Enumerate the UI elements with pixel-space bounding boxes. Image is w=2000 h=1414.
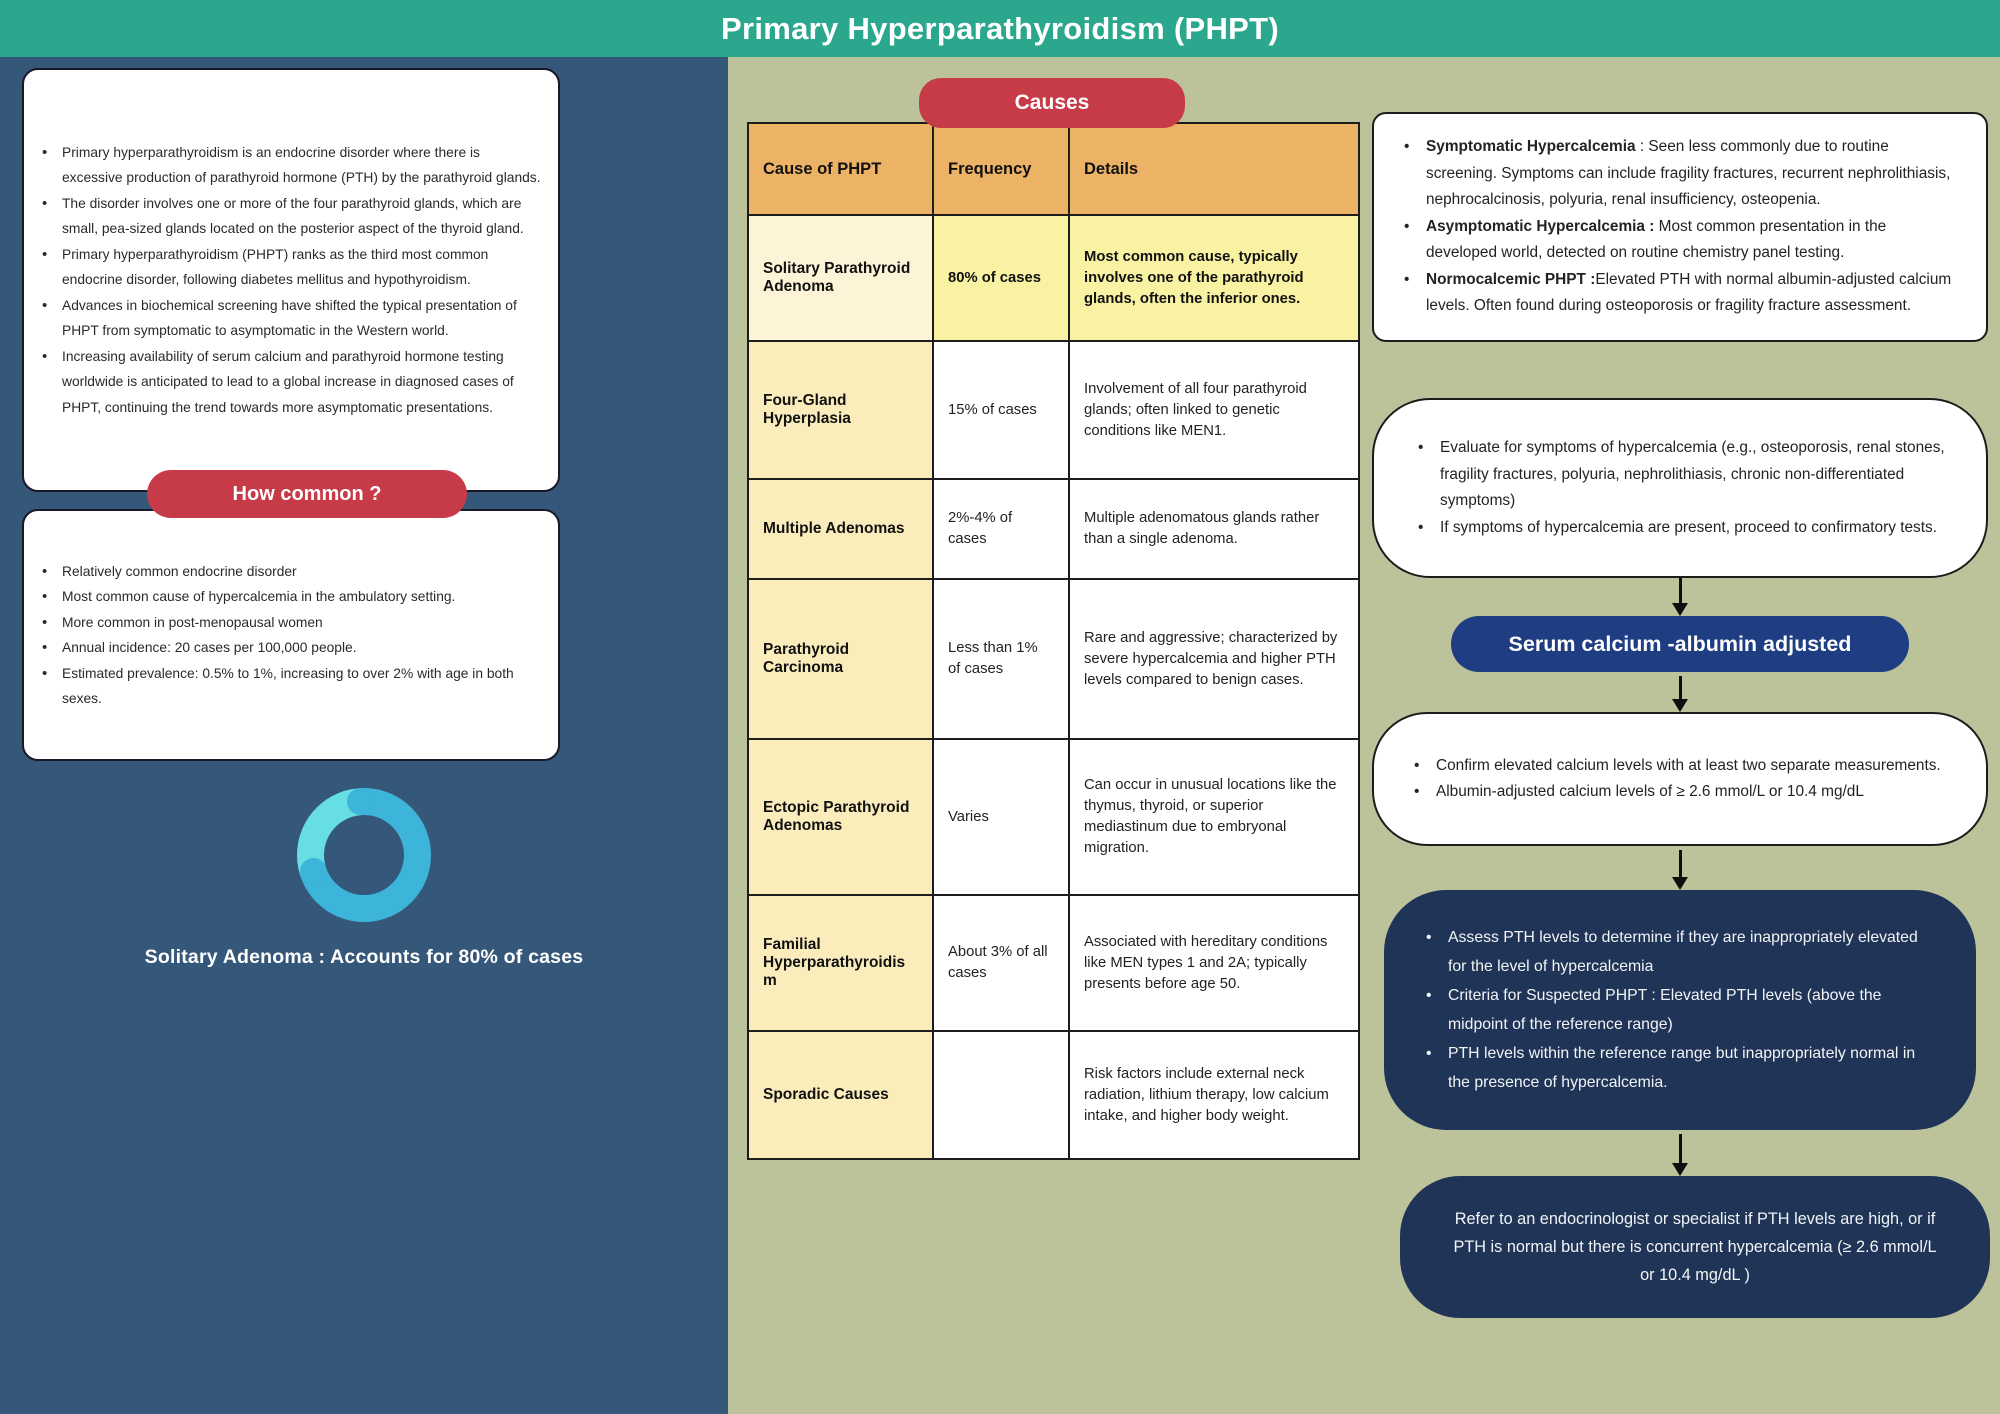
left-panel: Primary hyperparathyroidism is an endocr…	[0, 57, 728, 1414]
bullet-label: Symptomatic Hypercalcemia	[1426, 138, 1636, 155]
cell-details: Associated with hereditary conditions li…	[1068, 894, 1360, 1032]
list-item: Most common cause of hypercalcemia in th…	[40, 584, 544, 610]
donut-chart-section: Solitary Adenoma : Accounts for 80% of c…	[0, 788, 728, 969]
list-item: If symptoms of hypercalcemia are present…	[1414, 515, 1946, 542]
list-item: Evaluate for symptoms of hypercalcemia (…	[1414, 435, 1946, 515]
list-item: The disorder involves one or more of the…	[40, 191, 544, 242]
list-item: Normocalcemic PHPT :Elevated PTH with no…	[1400, 267, 1960, 320]
table-row: Ectopic Parathyroid Adenomas Varies Can …	[747, 738, 1360, 896]
list-item: Annual incidence: 20 cases per 100,000 p…	[40, 635, 544, 661]
donut-segment-cap	[347, 788, 374, 815]
serum-calcium-label: Serum calcium -albumin adjusted	[1508, 631, 1852, 656]
cell-frequency	[932, 1030, 1070, 1160]
col-header-frequency: Frequency	[932, 122, 1070, 216]
list-item: Advances in biochemical screening have s…	[40, 293, 544, 344]
cell-frequency: 2%-4% of cases	[932, 478, 1070, 580]
causes-badge: Causes	[919, 78, 1185, 128]
cell-frequency: Varies	[932, 738, 1070, 896]
cell-frequency: 80% of cases	[932, 214, 1070, 342]
cell-cause: Familial Hyperparathyroidism	[747, 894, 934, 1032]
cell-cause: Sporadic Causes	[747, 1030, 934, 1160]
list-item: Assess PTH levels to determine if they a…	[1422, 923, 1938, 981]
table-row: Solitary Parathyroid Adenoma 80% of case…	[747, 214, 1360, 342]
donut-hole	[324, 815, 404, 895]
confirm-box: Confirm elevated calcium levels with at …	[1372, 712, 1988, 846]
cell-frequency: 15% of cases	[932, 340, 1070, 480]
cell-details: Risk factors include external neck radia…	[1068, 1030, 1360, 1160]
causes-label: Causes	[1014, 91, 1090, 114]
list-item: More common in post-menopausal women	[40, 610, 544, 636]
cell-frequency: About 3% of all cases	[932, 894, 1070, 1032]
cell-details: Multiple adenomatous glands rather than …	[1068, 478, 1360, 580]
cell-cause: Ectopic Parathyroid Adenomas	[747, 738, 934, 896]
flow-arrow-down-icon	[1671, 578, 1688, 616]
list-item: Albumin-adjusted calcium levels of ≥ 2.6…	[1410, 779, 1950, 806]
serum-calcium-pill: Serum calcium -albumin adjusted	[1451, 616, 1909, 672]
list-item: Increasing availability of serum calcium…	[40, 344, 544, 421]
donut-segment-cap	[300, 858, 327, 885]
page-title: Primary Hyperparathyroidism (PHPT)	[720, 10, 1280, 46]
refer-box: Refer to an endocrinologist or specialis…	[1400, 1176, 1990, 1318]
table-row: Familial Hyperparathyroidism About 3% of…	[747, 894, 1360, 1032]
cell-details: Can occur in unusual locations like the …	[1068, 738, 1360, 896]
cell-cause: Multiple Adenomas	[747, 478, 934, 580]
how-common-badge: How common ?	[147, 470, 467, 518]
cell-cause: Solitary Parathyroid Adenoma	[747, 214, 934, 342]
bullet-label: Asymptomatic Hypercalcemia :	[1426, 217, 1655, 235]
list-item: Symptomatic Hypercalcemia : Seen less co…	[1400, 134, 1960, 214]
table-row: Parathyroid Carcinoma Less than 1% of ca…	[747, 578, 1360, 740]
how-common-list: Relatively common endocrine disorderMost…	[24, 559, 558, 712]
list-item: Criteria for Suspected PHPT : Elevated P…	[1422, 981, 1938, 1039]
confirm-list: Confirm elevated calcium levels with at …	[1410, 753, 1950, 806]
table-row: Four-Gland Hyperplasia 15% of cases Invo…	[747, 340, 1360, 480]
how-common-card: Relatively common endocrine disorderMost…	[22, 509, 560, 761]
assess-list: Assess PTH levels to determine if they a…	[1422, 923, 1938, 1097]
list-item: Estimated prevalence: 0.5% to 1%, increa…	[40, 661, 544, 712]
list-item: Asymptomatic Hypercalcemia : Most common…	[1400, 214, 1960, 267]
evaluate-box: Evaluate for symptoms of hypercalcemia (…	[1372, 398, 1988, 578]
bullet-text: Most common presentation in the develope…	[1426, 217, 1887, 262]
list-item: PTH levels within the reference range bu…	[1422, 1039, 1938, 1097]
list-item: Primary hyperparathyroidism is an endocr…	[40, 140, 544, 191]
col-header-details: Details	[1068, 122, 1360, 216]
assess-pth-box: Assess PTH levels to determine if they a…	[1384, 890, 1976, 1130]
flow-arrow-down-icon	[1671, 676, 1688, 712]
flow-arrow-down-icon	[1671, 850, 1688, 890]
list-item: Confirm elevated calcium levels with at …	[1410, 753, 1950, 780]
evaluate-list: Evaluate for symptoms of hypercalcemia (…	[1414, 435, 1946, 541]
cell-details: Rare and aggressive; characterized by se…	[1068, 578, 1360, 740]
cell-cause: Four-Gland Hyperplasia	[747, 340, 934, 480]
header-bar: Primary Hyperparathyroidism (PHPT)	[0, 0, 2000, 57]
bullet-text: Elevated PTH with normal albumin-adjuste…	[1426, 270, 1952, 315]
cell-cause: Parathyroid Carcinoma	[747, 578, 934, 740]
donut-caption: Solitary Adenoma : Accounts for 80% of c…	[144, 946, 584, 968]
cell-details: Involvement of all four parathyroid glan…	[1068, 340, 1360, 480]
table-body: Solitary Parathyroid Adenoma 80% of case…	[747, 214, 1360, 1160]
list-item: Primary hyperparathyroidism (PHPT) ranks…	[40, 242, 544, 293]
how-common-label: How common ?	[232, 482, 382, 505]
causes-table: Cause of PHPT Frequency Details Solitary…	[747, 122, 1360, 1160]
refer-text: Refer to an endocrinologist or specialis…	[1453, 1210, 1937, 1284]
col-header-cause: Cause of PHPT	[747, 122, 934, 216]
overview-list: Primary hyperparathyroidism is an endocr…	[24, 140, 558, 421]
overview-card: Primary hyperparathyroidism is an endocr…	[22, 68, 560, 492]
presentations-list: Symptomatic Hypercalcemia : Seen less co…	[1400, 134, 1960, 320]
flow-arrow-down-icon	[1671, 1134, 1688, 1176]
table-row: Multiple Adenomas 2%-4% of cases Multipl…	[747, 478, 1360, 580]
list-item: Relatively common endocrine disorder	[40, 559, 544, 585]
table-header-row: Cause of PHPT Frequency Details	[747, 122, 1360, 216]
bullet-label: Normocalcemic PHPT :	[1426, 270, 1596, 288]
bullet-text: : Seen less commonly due to routine scre…	[1426, 138, 1951, 208]
presentations-box: Symptomatic Hypercalcemia : Seen less co…	[1372, 112, 1988, 342]
cell-details: Most common cause, typically involves on…	[1068, 214, 1360, 342]
table-row: Sporadic Causes Risk factors include ext…	[747, 1030, 1360, 1160]
cell-frequency: Less than 1% of cases	[932, 578, 1070, 740]
donut-chart-icon	[297, 788, 431, 922]
